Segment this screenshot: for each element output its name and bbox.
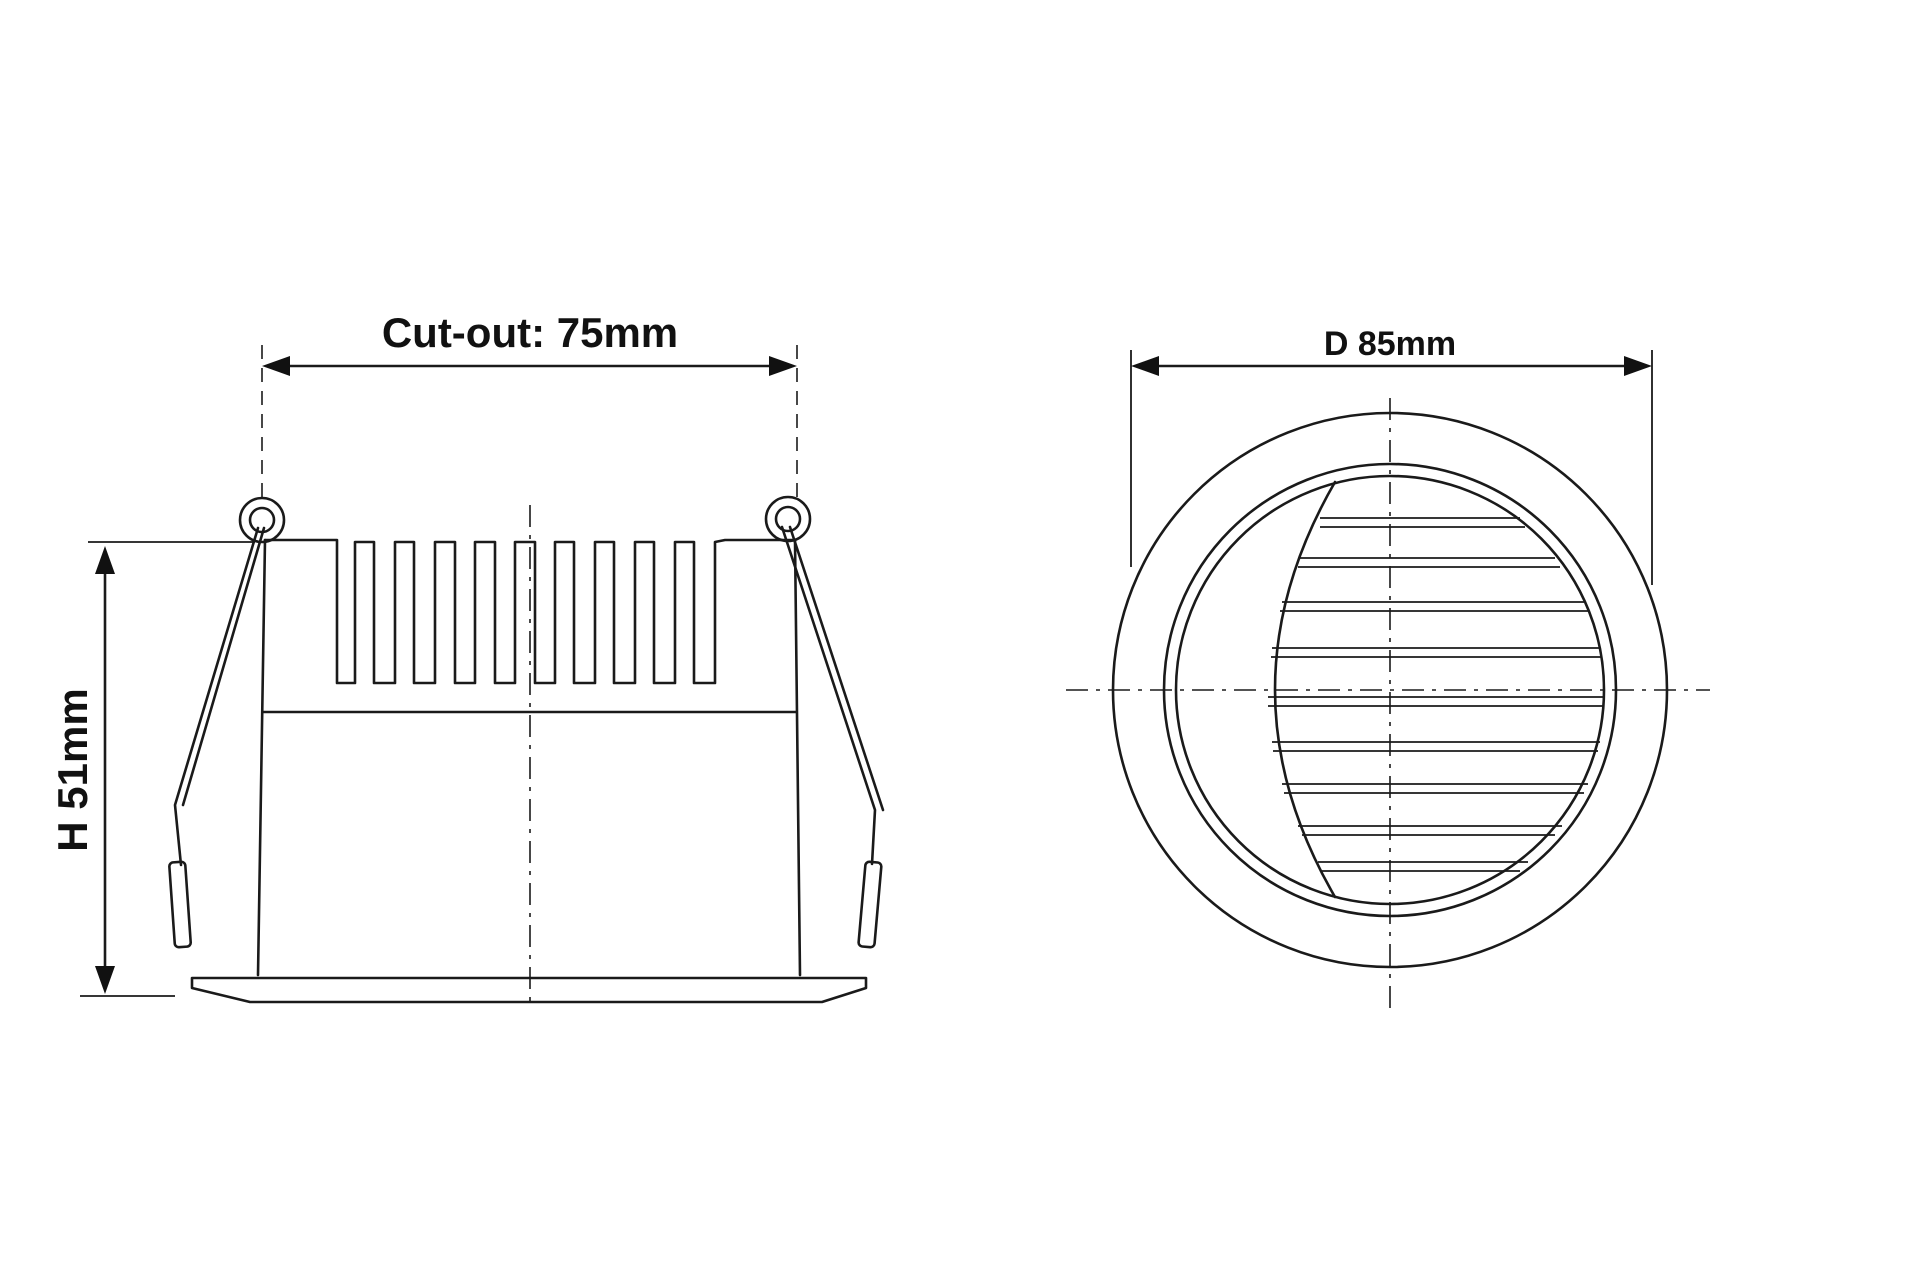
spring-wire-right-back <box>788 525 885 812</box>
spring-wire-right <box>780 525 877 866</box>
body-left-edge <box>256 538 267 977</box>
spring-clip-right <box>764 495 885 949</box>
spring-coil-left-inner <box>248 506 276 534</box>
height-dimension: H 51mm <box>49 541 255 997</box>
body-right-edge <box>793 538 802 977</box>
front-view: D 85mm <box>1066 325 1710 1008</box>
louvre-grille <box>1268 480 1604 899</box>
spring-wire-left <box>173 526 260 867</box>
spring-tip-right <box>857 860 883 949</box>
diameter-dimension: D 85mm <box>1130 325 1653 585</box>
spring-coil-left-outer <box>238 496 286 544</box>
diameter-label: D 85mm <box>1324 325 1456 363</box>
spring-wire-left-back <box>181 526 266 807</box>
louvre-boundary-arc <box>1273 480 1337 899</box>
height-arrow-bottom <box>95 966 115 994</box>
spring-coil-right-inner <box>774 505 802 533</box>
diameter-arrow-left <box>1131 356 1159 376</box>
spring-coil-right-outer <box>764 495 812 543</box>
heatsink-fins <box>263 538 797 685</box>
height-arrow-top <box>95 546 115 574</box>
cutout-arrow-left <box>262 356 290 376</box>
cutout-label: Cut-out: 75mm <box>382 309 678 356</box>
spring-clip-left <box>168 496 286 949</box>
spring-tip-left <box>168 860 193 949</box>
height-label: H 51mm <box>49 688 96 851</box>
side-view: Cut-out: 75mm H 51mm <box>49 309 885 1008</box>
cutout-arrow-right <box>769 356 797 376</box>
cutout-dimension: Cut-out: 75mm <box>261 309 798 500</box>
trim-flange <box>190 976 868 1004</box>
diameter-arrow-right <box>1624 356 1652 376</box>
